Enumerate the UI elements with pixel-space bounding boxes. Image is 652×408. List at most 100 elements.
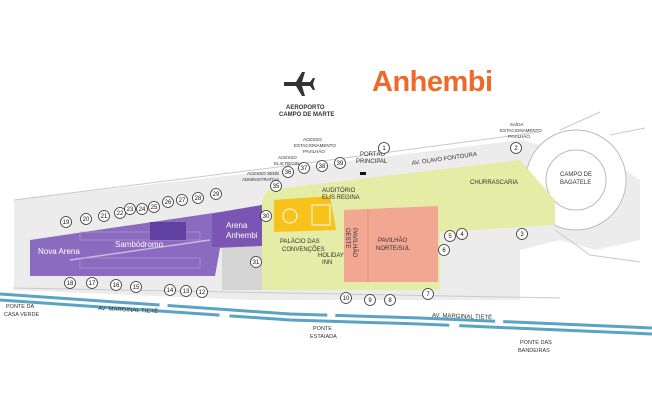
airport-label-1: AEROPORTO (286, 105, 325, 111)
nova-arena-label: Nova Arena (38, 247, 80, 256)
arena-anhembi-gray (222, 246, 262, 290)
gate-number: 25 (151, 205, 158, 211)
road-exit-north (559, 111, 646, 136)
road-edge-olavo (269, 131, 541, 169)
ponte-bandeiras-2: BANDEIRAS (518, 348, 550, 354)
gate-circle (378, 142, 390, 154)
gate-marker-7: 7 (422, 288, 434, 300)
gate-number: 1 (382, 146, 386, 152)
river-bank-south (0, 298, 652, 336)
road-edge-south (13, 287, 561, 299)
gate-marker-28: 28 (192, 192, 204, 204)
gate-number: 5 (448, 234, 452, 240)
gate-marker-6: 6 (438, 244, 450, 256)
gate-marker-18: 18 (64, 277, 76, 289)
gate-circle (250, 256, 262, 268)
auditorio-label-2: ELIS REGINA (322, 195, 360, 201)
gate-marker-17: 17 (86, 277, 98, 289)
gate-number: 4 (460, 232, 464, 238)
bagatele-label-1: CAMPO DE (560, 172, 592, 178)
ponte-estaiada-2: ESTAIADA (310, 334, 337, 340)
gate-marker-22: 22 (114, 207, 126, 219)
gate-circle (270, 180, 282, 192)
airplane-icon (284, 72, 315, 96)
airport-label-2: CAMPO DE MARTE (279, 112, 334, 118)
gate-marker-27: 27 (176, 194, 188, 206)
gate-circle (196, 286, 208, 298)
gate-marker-14: 14 (164, 284, 176, 296)
gate-circle (124, 203, 136, 215)
gate-circle (130, 281, 142, 293)
pavilhao-ns-label-1: PAVILHÃO (378, 237, 407, 244)
gate-marker-13: 13 (180, 285, 192, 297)
acesso-sede-2: ADMINISTRATIVA (242, 177, 279, 182)
ponte-casa-verde-1: PONTE DA (6, 304, 34, 310)
gate-circle (114, 207, 126, 219)
gate-number: 38 (319, 164, 326, 170)
arena-anhembi-shape (212, 205, 262, 247)
arena-anhembi-label-1: Arena (226, 221, 248, 230)
bagatele-label-2: BAGATELE (560, 180, 591, 186)
gate-number: 14 (167, 288, 174, 294)
portao-marker (360, 172, 366, 175)
gate-marker-3: 3 (516, 228, 528, 240)
gate-marker-29: 29 (210, 188, 222, 200)
churrascaria-label: CHURRASCARIA (470, 180, 518, 186)
gate-marker-25: 25 (148, 201, 160, 213)
gate-marker-9: 9 (364, 294, 376, 306)
gate-marker-16: 16 (110, 279, 122, 291)
gate-circle (60, 216, 72, 228)
gate-circle (110, 279, 122, 291)
gate-marker-20: 20 (80, 213, 92, 225)
sambodromo-stand-grid-2 (79, 257, 201, 269)
gate-circle (282, 166, 294, 178)
gate-number: 21 (101, 214, 108, 220)
gate-circle (340, 292, 352, 304)
gate-marker-37: 37 (298, 162, 310, 174)
gate-circle (384, 294, 396, 306)
gate-number: 27 (179, 198, 186, 204)
gate-circle (180, 285, 192, 297)
gate-circle (516, 228, 528, 240)
acesso-2-3: PAVILHÃO (508, 133, 530, 139)
gate-number: 36 (285, 170, 292, 176)
gate-circle (438, 244, 450, 256)
gate-circle (456, 228, 468, 240)
gate-marker-31: 31 (250, 256, 262, 268)
pavilhao-oeste-label: PAVILHÃOOESTE (344, 228, 358, 257)
gate-number: 31 (253, 260, 260, 266)
gate-number: 29 (213, 192, 220, 198)
gate-marker-21: 21 (98, 210, 110, 222)
gate-circle (64, 277, 76, 289)
gate-circle (316, 160, 328, 172)
acesso-2-1: SAÍDA (510, 121, 524, 127)
marginal-1-label: AV. MARGINAL TIETÊ (98, 304, 158, 315)
gate-circle (510, 142, 522, 154)
sambodromo-stand-grid (79, 231, 201, 241)
acesso-sede-1: ACESSO SEDE (247, 171, 279, 176)
gate-marker-36: 36 (282, 166, 294, 178)
portao-label-2: PRINCIPAL (356, 159, 388, 165)
gate-number: 30 (263, 214, 270, 220)
gate-marker-24: 24 (136, 203, 148, 215)
gate-marker-19: 19 (60, 216, 72, 228)
gate-number: 16 (113, 283, 120, 289)
gate-circle (364, 294, 376, 306)
gate-number: 3 (520, 232, 524, 238)
gate-marker-12: 12 (196, 286, 208, 298)
gate-circle (164, 284, 176, 296)
river (0, 292, 652, 336)
gate-number: 23 (127, 207, 134, 213)
auditorio-label-1: AUDITÓRIO (322, 187, 356, 194)
ponte-casa-verde-2: CASA VERDE (4, 312, 39, 318)
palacio-inner (311, 204, 331, 226)
gate-number: 10 (343, 296, 350, 302)
gate-number: 28 (195, 196, 202, 202)
brand-title: Anhembi (372, 66, 493, 98)
gate-marker-4: 4 (456, 228, 468, 240)
acesso-2-2: ESTACIONAMENTO (500, 128, 542, 133)
gate-circle (422, 288, 434, 300)
portao-label-1: PORTÃO (360, 151, 386, 158)
